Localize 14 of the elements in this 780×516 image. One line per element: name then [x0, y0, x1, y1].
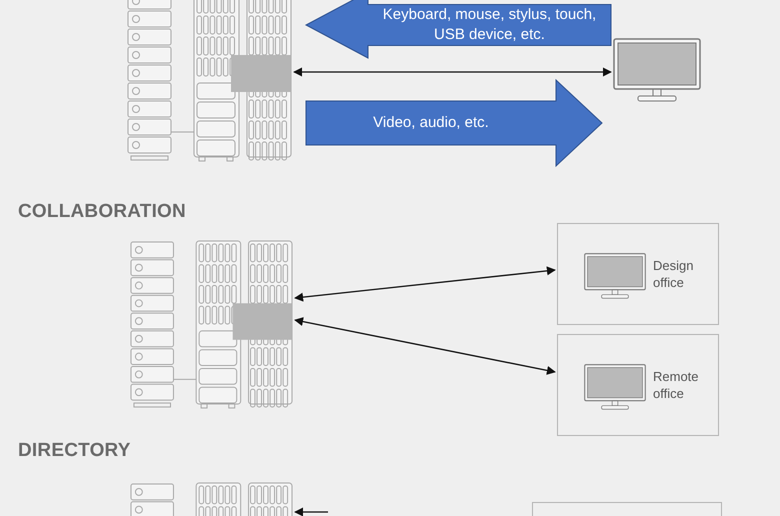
- arrow-label: Keyboard, mouse, stylus, touch, USB device, etc.: [382, 5, 598, 45]
- section-heading: COLLABORATION: [18, 201, 186, 223]
- section-heading: DIRECTORY: [18, 440, 131, 462]
- office-label: Remote office: [653, 368, 700, 402]
- arrow-label: Video, audio, etc.: [372, 113, 490, 133]
- office-box: [557, 223, 719, 325]
- office-label: Design office: [653, 257, 694, 291]
- connector-arrow: [294, 508, 328, 516]
- connector-arrow: [294, 266, 556, 302]
- connector-arrow: [294, 317, 556, 375]
- block-arrow: [306, 78, 603, 168]
- block-arrow: [304, 0, 612, 59]
- connector-arrow: [293, 68, 612, 76]
- office-box: [557, 334, 719, 436]
